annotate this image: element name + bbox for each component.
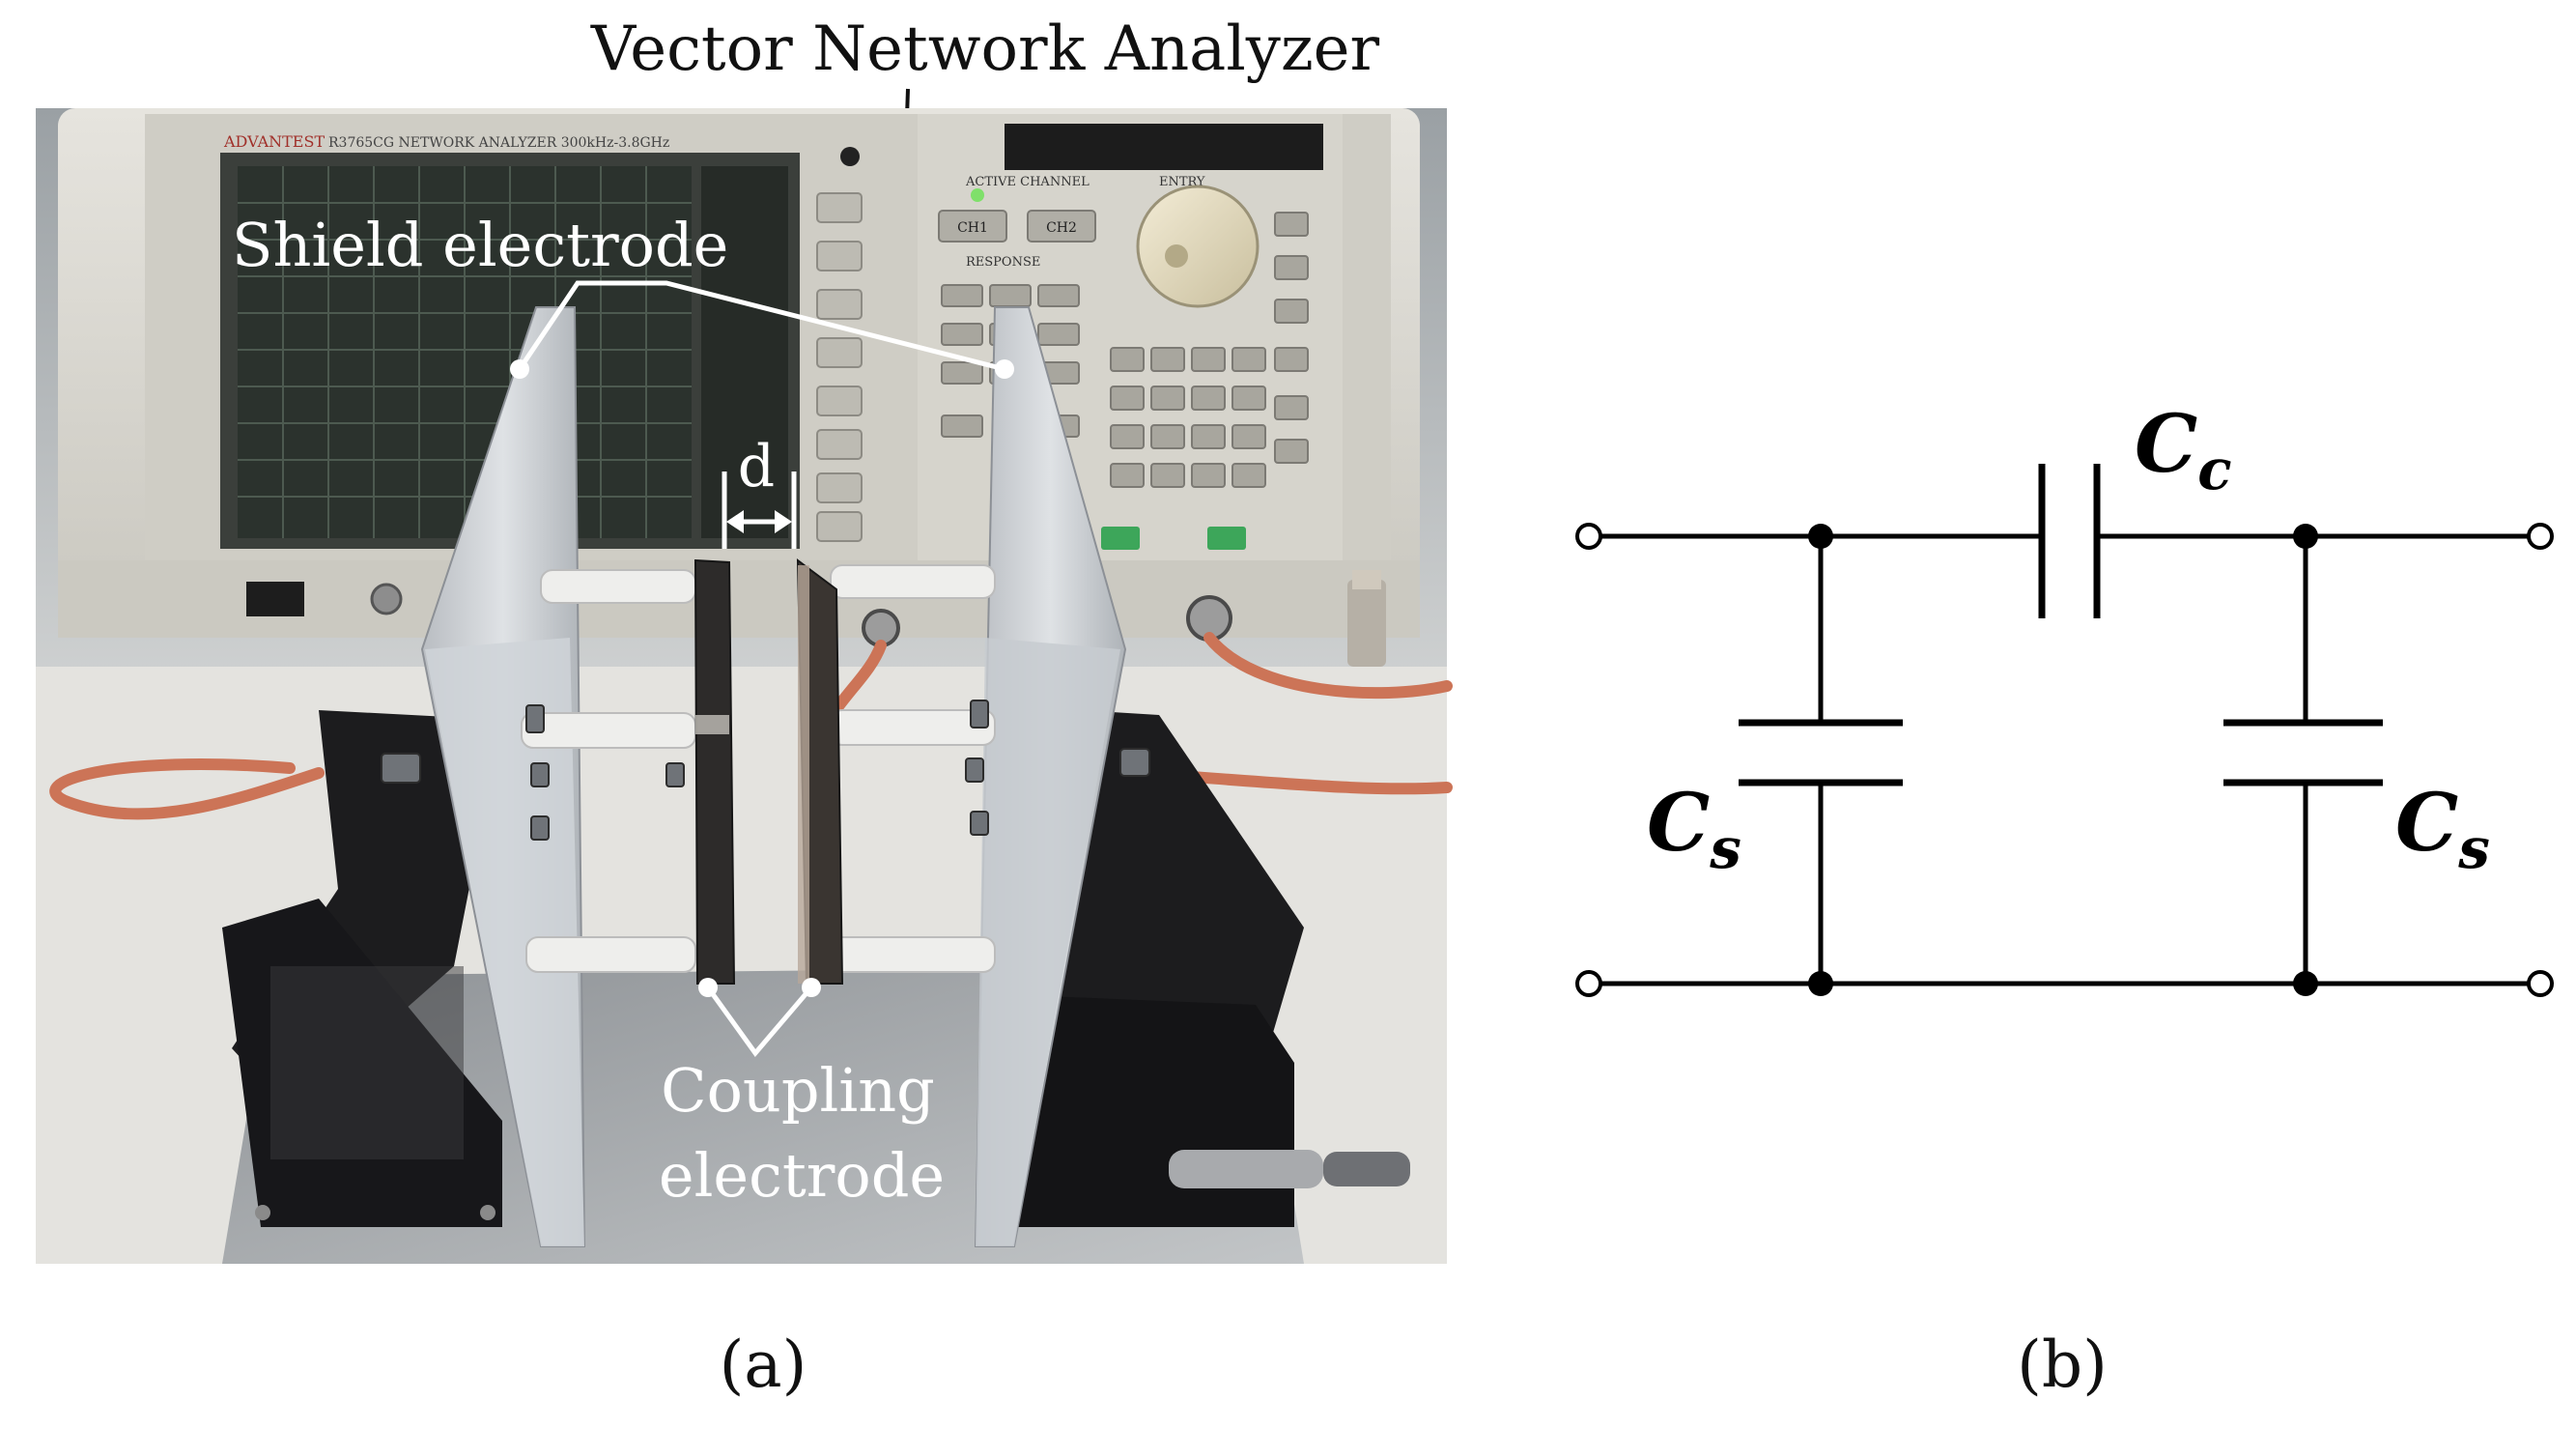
terminal-out-top bbox=[2527, 523, 2554, 550]
caption-b: (b) bbox=[2017, 1328, 2108, 1402]
coupling-electrode-label-line2: electrode bbox=[659, 1140, 945, 1211]
entry-knob bbox=[1136, 185, 1260, 308]
shield-callout-dot-right bbox=[995, 359, 1014, 379]
coupling-electrode-left bbox=[694, 558, 736, 985]
gap-label: d bbox=[738, 433, 775, 500]
gap-arrowhead-right bbox=[775, 510, 792, 533]
terminal-out-bottom bbox=[2527, 970, 2554, 997]
panel-b: Cc Cs Cs (b) bbox=[1575, 398, 2554, 1402]
coupling-callout-dot-left bbox=[698, 978, 718, 997]
ch1-label: CH1 bbox=[957, 220, 988, 236]
instrument-model: R3765CG NETWORK ANALYZER 300kHz-3.8GHz bbox=[328, 135, 669, 151]
cs-right-label-main: C bbox=[2395, 777, 2458, 870]
shield-callout-dot-left bbox=[510, 359, 529, 379]
callouts: Shield electrode d Coupling electrode bbox=[232, 210, 1014, 1211]
instrument-brand: ADVANTEST bbox=[223, 132, 325, 151]
channel-label: ACTIVE CHANNEL bbox=[965, 175, 1090, 189]
node-top-right bbox=[2293, 524, 2318, 549]
terminal-in-top bbox=[1575, 523, 1602, 550]
coupling-callout-dot-right bbox=[802, 978, 821, 997]
panel-a: Vector Network Analyzer bbox=[36, 14, 1453, 1402]
cs-left-label-main: C bbox=[1647, 777, 1710, 870]
cc-label: Cc bbox=[2135, 398, 2232, 502]
node-top-left bbox=[1808, 524, 1833, 549]
cs-right-label-sub: s bbox=[2457, 815, 2490, 881]
plate-hardware bbox=[381, 700, 1150, 841]
cc-label-main: C bbox=[2135, 398, 2197, 491]
black-mount-right bbox=[1014, 710, 1410, 1227]
node-bottom-right bbox=[2293, 971, 2318, 996]
vna-label: Vector Network Analyzer bbox=[590, 14, 1380, 85]
response-label: RESPONSE bbox=[966, 255, 1040, 270]
cs-right-label: Cs bbox=[2395, 777, 2490, 881]
ch2-label: CH2 bbox=[1046, 220, 1077, 236]
cs-left-label: Cs bbox=[1647, 777, 1741, 881]
terminal-in-bottom bbox=[1575, 970, 1602, 997]
softkey-column bbox=[816, 192, 863, 542]
cs-left-label-sub: s bbox=[1709, 815, 1741, 881]
coupling-callout-line bbox=[705, 986, 813, 1058]
shield-callout-line bbox=[517, 280, 1005, 372]
circuit-wires bbox=[1598, 533, 2531, 986]
gap-arrowhead-left bbox=[726, 510, 744, 533]
spacer-rods bbox=[521, 564, 996, 973]
black-mount-left bbox=[222, 710, 502, 1227]
network-analyzer: ADVANTEST R3765CG NETWORK ANALYZER 300kH… bbox=[58, 108, 1420, 667]
cc-label-sub: c bbox=[2197, 437, 2231, 502]
node-bottom-left bbox=[1808, 971, 1833, 996]
shield-electrode-label: Shield electrode bbox=[232, 210, 728, 280]
photo: ADVANTEST R3765CG NETWORK ANALYZER 300kH… bbox=[36, 108, 1453, 1264]
caption-a: (a) bbox=[720, 1328, 807, 1402]
coupling-electrode-label-line1: Coupling bbox=[661, 1055, 935, 1126]
